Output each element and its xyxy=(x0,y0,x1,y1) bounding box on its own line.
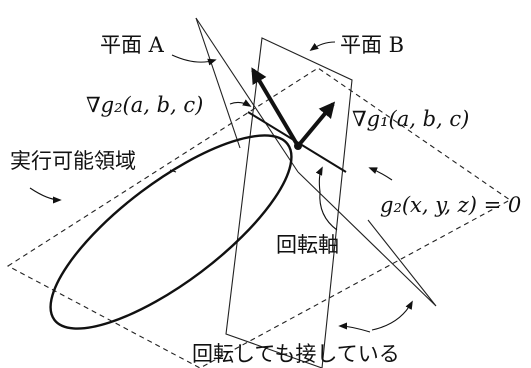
constraint-plane-g2 xyxy=(6,67,512,368)
leader-constraint-surface xyxy=(368,167,393,181)
plane-b xyxy=(225,37,353,368)
label-grad-g1: ∇g₁(a, b, c) xyxy=(352,107,469,131)
label-caption: 回転しても接している xyxy=(192,342,400,366)
gradient-g1-arrow xyxy=(296,101,336,148)
label-plane-a: 平面 A xyxy=(100,33,165,57)
plane-a-edge-bottom xyxy=(297,171,437,307)
leader-rotation-axis xyxy=(315,166,338,231)
label-plane-b: 平面 B xyxy=(340,33,404,57)
label-rotation-axis: 回転軸 xyxy=(276,233,339,257)
leader-plane-b xyxy=(309,41,336,52)
leader-caption-left xyxy=(338,322,371,333)
plane-a-edge-left xyxy=(195,17,241,149)
label-constraint-surface: g₂(x, y, z) = 0 xyxy=(380,193,521,217)
leader-feasible-region xyxy=(169,169,177,173)
leader-plane-a xyxy=(171,54,217,66)
leader-dashed-plane xyxy=(29,187,62,204)
leader-caption-right xyxy=(371,300,413,331)
gradient-g2-arrow xyxy=(251,67,300,148)
leader-grad-g2 xyxy=(229,99,252,107)
feasible-region-ellipse xyxy=(49,134,293,330)
label-feasible-region: 実行可能領域 xyxy=(10,149,136,173)
plane-a-edge-top xyxy=(195,17,299,173)
label-grad-g2: ∇g₂(a, b, c) xyxy=(86,93,203,117)
